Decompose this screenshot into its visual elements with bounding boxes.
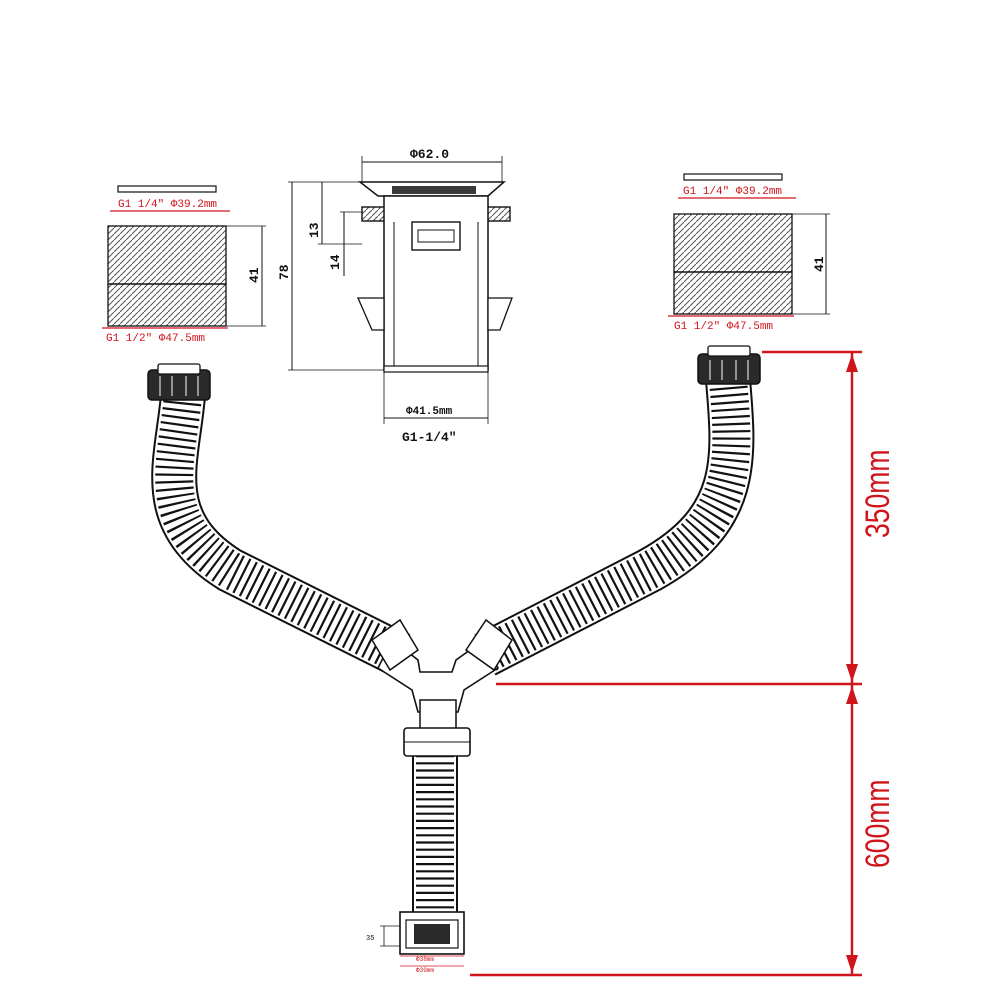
arrow-bottom-up [846,955,858,973]
waste-flange-inner [392,186,476,194]
y-junction [371,618,513,757]
waste-body-diameter: Φ41.5mm [406,406,453,418]
pop-up-waste: Φ62.0 78 13 14 Φ41.5mm G1-1/4" [277,147,513,445]
left-hose-nut [147,363,211,401]
left-height-label: 41 [247,267,262,283]
waste-lug-left [357,297,385,331]
outlet-label-2: Φ39mm [416,967,434,974]
outlet-side-label: 35 [366,935,374,943]
waste-top-diameter: Φ62.0 [410,147,449,162]
y-hose-assembly: 35 Φ38mm Φ39mm [147,345,761,974]
dim-upper-label: 350mm [859,450,897,538]
waste-dim-13: 13 [307,222,322,238]
waste-bottom-ring [383,365,489,373]
left-washer [117,185,217,193]
right-washer [683,173,783,181]
arrow-top-down [846,354,858,372]
waste-lug-right [487,297,513,331]
right-hose-nut [697,345,761,385]
left-bottom-label: G1 1/2" Φ47.5mm [106,333,205,345]
waste-thread: G1-1/4" [402,430,457,445]
left-upper-thread [107,225,227,285]
waste-plug-inner [417,229,455,243]
left-lower-thread [107,283,227,327]
dim-lower-label: 600mm [859,780,897,868]
left-top-label: G1 1/4" Φ39.2mm [118,199,217,211]
arrow-mid-up [846,664,858,682]
arrow-mid-down [846,686,858,704]
waste-dim-14: 14 [328,254,343,270]
right-upper-thread [673,213,793,273]
right-hose [474,377,755,676]
waste-height-total: 78 [277,264,292,280]
right-top-label: G1 1/4" Φ39.2mm [683,186,782,198]
right-lower-thread [673,271,793,315]
right-adapter: G1 1/4" Φ39.2mm G1 1/2" Φ47.5mm 41 [668,173,830,333]
bottom-outlet: 35 Φ38mm Φ39mm [366,911,465,974]
height-dimensions: 350mm 600mm [470,350,897,977]
right-height-label: 41 [812,256,827,272]
left-adapter: G1 1/4" Φ39.2mm G1 1/2" Φ47.5mm 41 [102,185,266,345]
right-bottom-label: G1 1/2" Φ47.5mm [674,321,773,333]
left-hose [151,392,411,676]
outlet-label-1: Φ38mm [416,956,434,963]
